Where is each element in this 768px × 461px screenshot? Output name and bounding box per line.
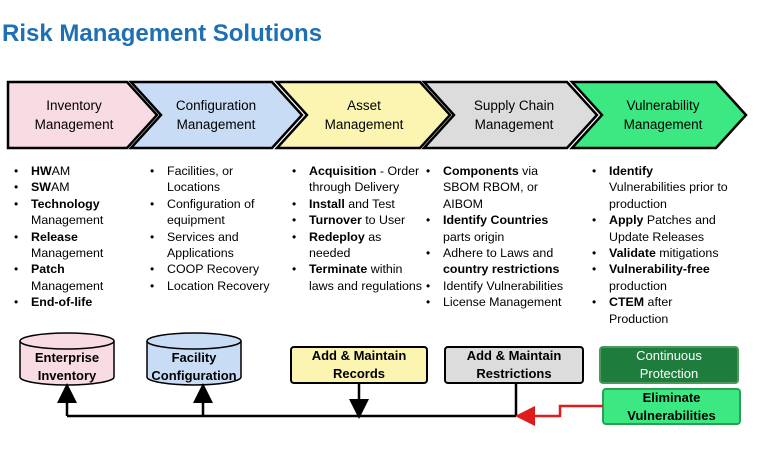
bullet-text: - Order through Delivery [309, 164, 420, 195]
continuous-protection-box [599, 346, 739, 384]
bullet-text: Apply [609, 213, 644, 228]
bullet-item: HWAM [10, 163, 130, 180]
bullet-item: Release Management [10, 229, 130, 262]
bullet-text: License Management [443, 295, 562, 310]
continuous-protection-label: Continuous Protection [636, 348, 702, 381]
vulnerability-bullet-list: Identify Vulnerabilities prior to produc… [588, 163, 728, 327]
configuration-bullet-list: Facilities, or LocationsConfiguration of… [146, 163, 284, 295]
bullet-item: Validate mitigations [588, 245, 728, 262]
stage-label-asset: Asset Management [324, 98, 404, 132]
bullet-item: Adhere to Laws and country restrictions [422, 245, 572, 278]
bullet-text: Identify Vulnerabilities [443, 278, 564, 293]
bullet-text: Vulnerabilities prior to production [609, 180, 728, 211]
bullet-item: Vulnerability-free production [588, 261, 728, 294]
bullet-item: Acquisition - Order through Delivery [288, 163, 424, 196]
bullet-item: Identify Vulnerabilities prior to produc… [588, 163, 728, 212]
eliminate-vulnerabilities-label: Eliminate Vulnerabilities [627, 389, 716, 423]
stage-chevron-configuration [128, 80, 304, 150]
bullet-item: Redeploy as needed [288, 229, 424, 262]
bullet-text: HW [31, 164, 52, 178]
bullet-text: mitigations [655, 246, 719, 261]
bullet-item: End-of-life [10, 294, 130, 311]
bullet-text: Redeploy [309, 229, 365, 244]
bullet-text: Identify Countries [443, 213, 549, 228]
bullet-text: Components [443, 164, 519, 178]
bullet-text: parts origin [443, 229, 505, 244]
facility-configuration-cylinder [146, 332, 242, 386]
bullet-text: Technology [31, 196, 100, 211]
bullet-item: Components via SBOM RBOM, or AIBOM [422, 163, 572, 212]
supply-chain-bullet-list: Components via SBOM RBOM, or AIBOMIdenti… [422, 163, 572, 311]
bullet-item: Facilities, or Locations [146, 163, 284, 196]
facility-configuration-label: Facility Configuration [151, 350, 237, 383]
bullet-text: Management [31, 246, 104, 261]
bullet-text: Turnover [309, 213, 362, 228]
add-maintain-restrictions-box [444, 346, 584, 384]
stage-label-vulnerability: Vulnerability Management [623, 98, 703, 132]
stage-chevron-vulnerability [569, 80, 748, 150]
bullet-item: COOP Recovery [146, 261, 284, 278]
add-maintain-records-label: Add & Maintain Records [311, 348, 407, 381]
bullet-text: via SBOM RBOM, or AIBOM [443, 164, 539, 211]
bullet-item: Location Recovery [146, 278, 284, 295]
bullet-text: Adhere to Laws and [443, 246, 554, 261]
bullet-text: CTEM [609, 295, 645, 310]
bullet-text: Validate [609, 246, 656, 261]
bullet-text: within laws and regulations [309, 262, 422, 293]
connector-eliminate-to-restrictions [515, 404, 603, 426]
bullet-text: as needed [309, 229, 382, 261]
bullet-text: production [609, 278, 667, 293]
stage-chevron-asset [274, 80, 452, 150]
bullet-text: Location Recovery [167, 278, 270, 293]
add-maintain-restrictions-label: Add & Maintain Restrictions [466, 348, 562, 381]
bullet-item: SWAM [10, 179, 130, 196]
bullet-text: End-of-life [31, 295, 93, 310]
bullet-item: License Management [422, 294, 572, 311]
bullet-text: Patches and Update Releases [609, 213, 716, 244]
bullet-text: AM [51, 164, 71, 178]
stage-chevron-supply-chain [421, 80, 599, 150]
bullet-text: AM [50, 180, 70, 195]
bullet-text: Configuration of equipment [167, 196, 255, 228]
enterprise-inventory-cylinder [19, 332, 115, 386]
bullet-item: Services and Applications [146, 229, 284, 262]
bullet-text: Acquisition [309, 164, 377, 178]
bullet-text: Management [31, 278, 104, 293]
asset-bullet-list: Acquisition - Order through DeliveryInst… [288, 163, 424, 294]
bullet-item: Install and Test [288, 196, 424, 213]
inventory-bullet-list: HWAMSWAMTechnology ManagementRelease Man… [10, 163, 130, 311]
bullet-text: Identify [609, 164, 654, 178]
stage-label-configuration: Configuration Management [175, 98, 257, 132]
stage-label-supply-chain: Supply Chain Management [473, 98, 555, 132]
stage-label-inventory: Inventory Management [34, 98, 114, 132]
stage-chevron-inventory [6, 80, 159, 150]
bullet-text: and Test [344, 196, 395, 211]
page-title: Risk Management Solutions [2, 20, 323, 47]
bullet-item: CTEM after Production [588, 294, 728, 327]
bullet-text: SW [31, 180, 51, 195]
bullet-text: Release [31, 229, 78, 244]
bullet-item: Configuration of equipment [146, 196, 284, 229]
bullet-item: Terminate within laws and regulations [288, 261, 424, 294]
bullet-text: Services and Applications [167, 229, 239, 261]
bullet-text: country restrictions [443, 262, 560, 277]
bullet-item: Turnover to User [288, 212, 424, 229]
bullet-item: Identify Vulnerabilities [422, 278, 572, 295]
bullet-text: COOP Recovery [167, 262, 260, 277]
bullet-text: Patch [31, 262, 65, 277]
bullet-text: Facilities, or Locations [167, 164, 234, 195]
bullet-item: Patch Management [10, 261, 130, 294]
bullet-text: Vulnerability-free [609, 262, 710, 277]
bullet-text: Terminate [309, 262, 368, 277]
bullet-text: Install [309, 196, 345, 211]
bullet-text: after Production [609, 295, 673, 326]
enterprise-inventory-label: Enterprise Inventory [34, 350, 100, 383]
bullet-item: Identify Countries parts origin [422, 212, 572, 245]
bullet-text: to User [361, 213, 406, 228]
bullet-item: Technology Management [10, 196, 130, 229]
bullet-text: Management [31, 213, 104, 228]
bullet-item: Apply Patches and Update Releases [588, 212, 728, 245]
